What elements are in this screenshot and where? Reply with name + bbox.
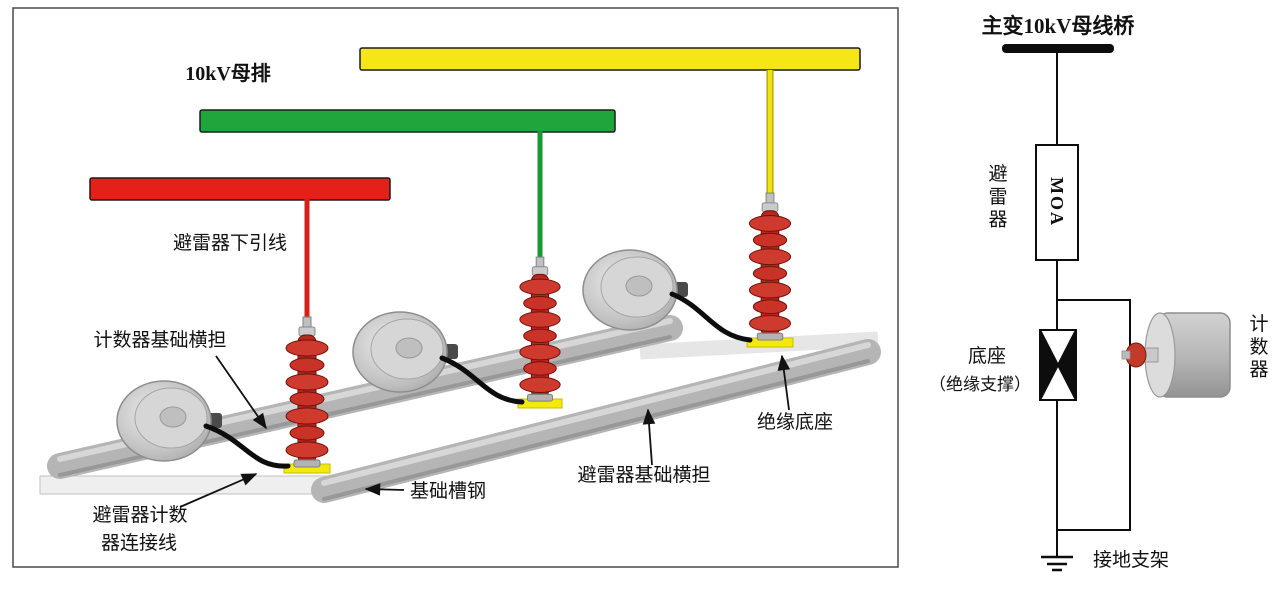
base-label-2: （绝缘支撑）	[929, 375, 1031, 394]
counter-cable-2	[439, 355, 525, 405]
ground-symbol	[1041, 555, 1073, 572]
counter-schematic-label: 计数器	[1249, 313, 1268, 381]
arrester-crossarm-label: 避雷器基础横担	[577, 464, 710, 486]
arrester-crossarm-beam	[311, 339, 881, 503]
ground-label: 接地支架	[1093, 549, 1169, 571]
busbar-red	[89, 177, 391, 201]
moa-label: MOA	[1047, 177, 1067, 227]
insulating-base-label: 绝缘底座	[757, 411, 833, 433]
arrester-schematic-label: 避雷器	[988, 163, 1007, 231]
moa-box	[1035, 144, 1079, 261]
counter-crossarm-arrow	[215, 355, 267, 430]
bus-bridge-bar	[1002, 44, 1114, 53]
counter-branch-line	[1057, 299, 1131, 531]
base-label-1: 底座	[968, 345, 1006, 367]
base-channel-steel	[39, 475, 357, 495]
base-channel-arrow	[364, 483, 405, 496]
counter-crossarm-label: 计数器基础横担	[93, 329, 226, 351]
busbar-yellow	[359, 47, 861, 71]
base-channel-label: 基础槽钢	[410, 480, 486, 502]
connect-line-label-1: 避雷器计数	[92, 504, 187, 526]
connect-line-arrow	[179, 473, 258, 508]
counter-cable-3	[669, 291, 753, 343]
insulating-base-arrow	[777, 354, 791, 411]
counter-cable-1	[203, 423, 291, 469]
connect-line-label-2: 器连接线	[101, 532, 177, 554]
schematic-title: 主变10kV母线桥	[982, 14, 1136, 38]
busbar-label: 10kV母排	[185, 61, 271, 85]
counter-device	[1121, 312, 1231, 398]
insulator-base-symbol	[1039, 329, 1077, 401]
down-lead-label: 避雷器下引线	[173, 232, 287, 254]
arrester-crossarm-arrow	[642, 408, 656, 466]
busbar-green	[199, 109, 616, 133]
